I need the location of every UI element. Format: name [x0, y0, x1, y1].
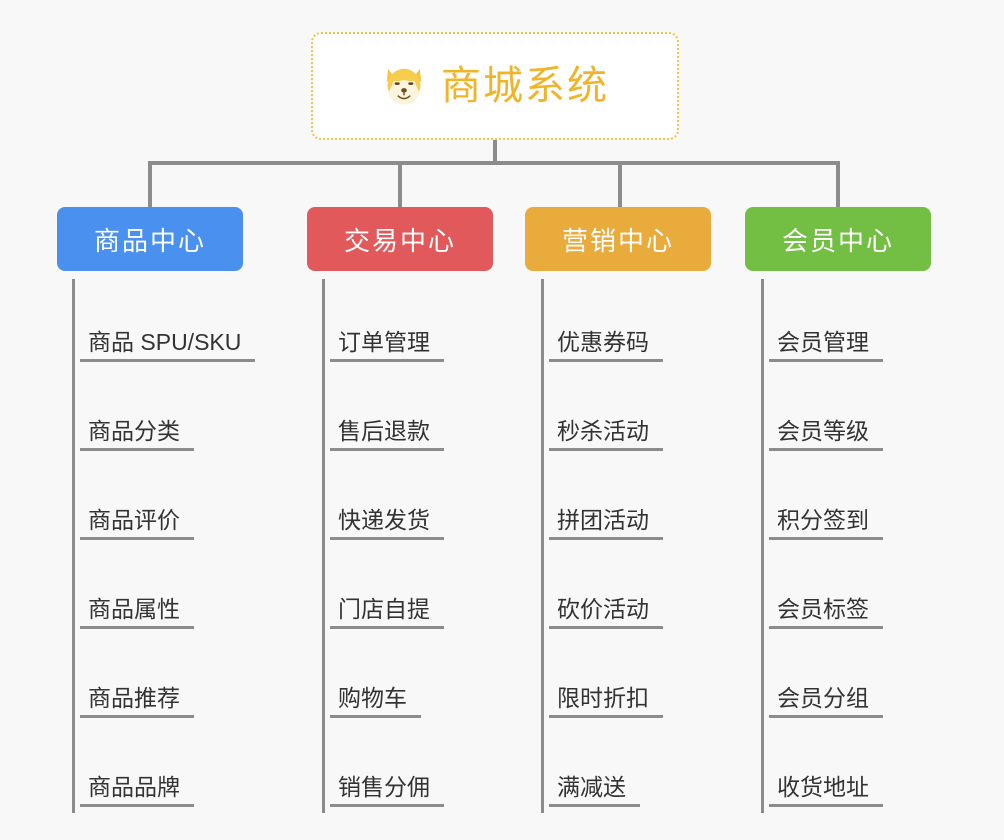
branch-items-2: 优惠券码 秒杀活动 拼团活动 砍价活动 限时折扣 满减送: [541, 279, 663, 813]
leaf-label: 门店自提: [330, 596, 444, 629]
leaf-item[interactable]: 会员标签: [761, 546, 883, 635]
branch-items-1: 订单管理 售后退款 快递发货 门店自提 购物车 销售分佣: [322, 279, 444, 813]
leaf-label: 收货地址: [769, 774, 883, 807]
leaf-item[interactable]: 积分签到: [761, 457, 883, 546]
leaf-item[interactable]: 砍价活动: [541, 546, 663, 635]
leaf-item[interactable]: 会员分组: [761, 635, 883, 724]
leaf-item[interactable]: 会员管理: [761, 279, 883, 368]
branch-spine-3: [761, 279, 764, 813]
leaf-label: 限时折扣: [549, 685, 663, 718]
leaf-label: 会员标签: [769, 596, 883, 629]
leaf-label: 商品 SPU/SKU: [80, 329, 256, 362]
leaf-label: 满减送: [549, 774, 640, 807]
leaf-label: 购物车: [330, 685, 421, 718]
branch-header-label-1: 交易中心: [343, 225, 456, 256]
branch-spine-1: [322, 279, 325, 813]
leaf-item[interactable]: 商品 SPU/SKU: [72, 279, 256, 368]
branch-header-1[interactable]: 交易中心: [307, 207, 493, 271]
drop-connector-2: [398, 161, 402, 207]
leaf-item[interactable]: 售后退款: [322, 368, 444, 457]
dog-face-icon: [381, 63, 427, 109]
leaf-item[interactable]: 拼团活动: [541, 457, 663, 546]
leaf-label: 积分签到: [769, 507, 883, 540]
branch-items-3: 会员管理 会员等级 积分签到 会员标签 会员分组 收货地址: [761, 279, 883, 813]
leaf-label: 销售分佣: [330, 774, 444, 807]
leaf-label: 快递发货: [330, 507, 444, 540]
leaf-item[interactable]: 销售分佣: [322, 724, 444, 813]
leaf-item[interactable]: 商品评价: [72, 457, 255, 546]
root-title: 商城系统: [441, 64, 609, 108]
drop-connector-1: [148, 161, 152, 207]
leaf-label: 砍价活动: [549, 596, 663, 629]
leaf-label: 拼团活动: [549, 507, 663, 540]
leaf-item[interactable]: 商品属性: [72, 546, 255, 635]
leaf-label: 会员分组: [769, 685, 883, 718]
leaf-label: 优惠券码: [549, 329, 663, 362]
root-stem-connector: [493, 140, 497, 163]
branch-header-label-2: 营销中心: [561, 225, 674, 256]
leaf-label: 会员管理: [769, 329, 883, 362]
branch-header-2[interactable]: 营销中心: [525, 207, 711, 271]
root-node[interactable]: 商城系统: [311, 32, 679, 140]
leaf-item[interactable]: 门店自提: [322, 546, 444, 635]
leaf-label: 秒杀活动: [549, 418, 663, 451]
leaf-item[interactable]: 商品品牌: [72, 724, 255, 813]
leaf-item[interactable]: 限时折扣: [541, 635, 663, 724]
branch-header-0[interactable]: 商品中心: [57, 207, 243, 271]
branch-spine-0: [72, 279, 75, 813]
leaf-item[interactable]: 快递发货: [322, 457, 444, 546]
leaf-item[interactable]: 商品分类: [72, 368, 255, 457]
leaf-item[interactable]: 购物车: [322, 635, 444, 724]
horizontal-bus-connector: [150, 161, 840, 165]
leaf-label: 会员等级: [769, 418, 883, 451]
leaf-item[interactable]: 优惠券码: [541, 279, 663, 368]
leaf-item[interactable]: 满减送: [541, 724, 663, 813]
leaf-item[interactable]: 订单管理: [322, 279, 444, 368]
branch-header-3[interactable]: 会员中心: [745, 207, 931, 271]
branch-header-label-3: 会员中心: [781, 225, 894, 256]
leaf-item[interactable]: 商品推荐: [72, 635, 255, 724]
leaf-label: 商品分类: [80, 418, 194, 451]
leaf-label: 订单管理: [330, 329, 444, 362]
branch-items-0: 商品 SPU/SKU 商品分类 商品评价 商品属性 商品推荐 商品品牌: [72, 279, 256, 813]
leaf-label: 售后退款: [330, 418, 444, 451]
leaf-label: 商品属性: [80, 596, 194, 629]
leaf-label: 商品评价: [80, 507, 194, 540]
drop-connector-4: [836, 161, 840, 207]
leaf-item[interactable]: 会员等级: [761, 368, 883, 457]
leaf-label: 商品品牌: [80, 774, 194, 807]
branch-spine-2: [541, 279, 544, 813]
drop-connector-3: [618, 161, 622, 207]
branch-header-label-0: 商品中心: [93, 225, 206, 256]
leaf-item[interactable]: 秒杀活动: [541, 368, 663, 457]
leaf-item[interactable]: 收货地址: [761, 724, 883, 813]
leaf-label: 商品推荐: [80, 685, 194, 718]
